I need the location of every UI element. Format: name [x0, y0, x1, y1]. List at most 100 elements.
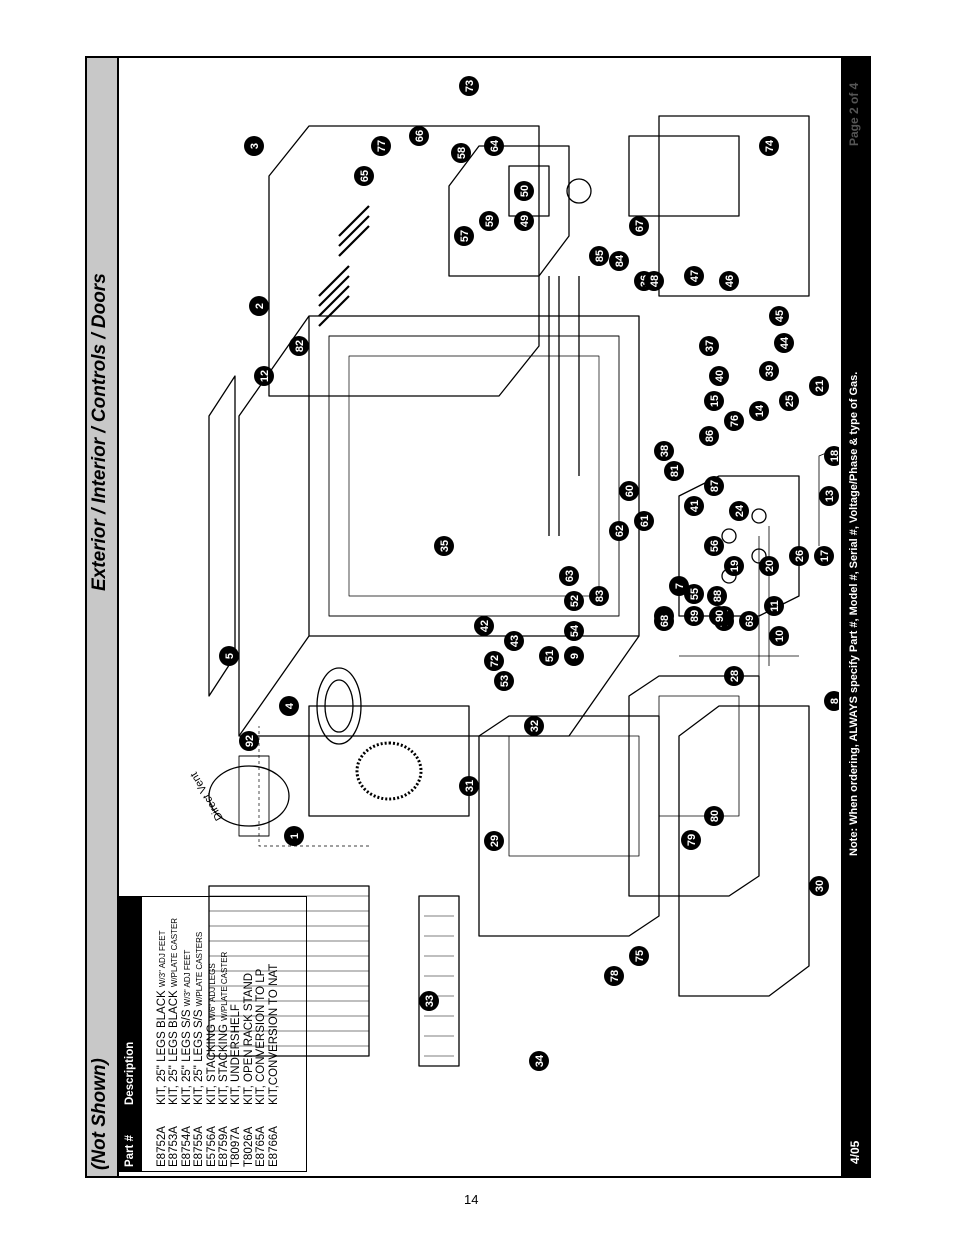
callout-bubble — [244, 136, 264, 156]
callout-bubble — [629, 216, 649, 236]
callout-bubble — [609, 251, 629, 271]
callout-bubble — [699, 336, 719, 356]
callout-29: 29 — [484, 831, 504, 851]
callout-number: 58 — [456, 147, 468, 159]
callout-59: 59 — [479, 211, 499, 231]
callout-72: 72 — [484, 651, 504, 671]
callout-number: 42 — [479, 620, 491, 632]
callout-number: 5 — [224, 653, 236, 659]
callout-53: 53 — [494, 671, 514, 691]
callout-bubble — [769, 306, 789, 326]
callout-41: 41 — [684, 496, 704, 516]
callout-74: 74 — [759, 136, 779, 156]
callout-14: 14 — [749, 401, 769, 421]
callout-number: 30 — [814, 880, 826, 892]
callout-bubble — [589, 246, 609, 266]
callout-number: 18 — [829, 450, 839, 462]
rear-panel — [448, 145, 570, 277]
page-of-indicator: Page 2 of 4 — [847, 82, 861, 146]
callout-81: 81 — [664, 461, 684, 481]
callout-62: 62 — [609, 521, 629, 541]
callout-number: 32 — [529, 720, 541, 732]
callout-number: 41 — [689, 500, 701, 512]
callout-number: 74 — [764, 139, 776, 152]
callout-bubble — [239, 731, 259, 751]
callout-4: 4 — [279, 696, 299, 716]
callout-bubble — [219, 646, 239, 666]
exploded-parts-diagram: Direct Vent 1234567891011121314151617181… — [188, 76, 839, 1071]
callout-bubble — [704, 476, 724, 496]
direct-vent — [208, 765, 290, 827]
callout-number: 79 — [686, 834, 698, 846]
callout-bubble — [759, 361, 779, 381]
callout-bubble — [459, 776, 479, 796]
callout-bubble — [719, 271, 739, 291]
callout-number: 40 — [714, 370, 726, 382]
callout-15: 15 — [704, 391, 724, 411]
callout-number: 56 — [709, 540, 721, 552]
callout-number: 64 — [489, 139, 501, 152]
callout-bubble — [409, 126, 429, 146]
callout-75: 75 — [629, 946, 649, 966]
callout-20: 20 — [759, 556, 779, 576]
callout-number: 76 — [729, 415, 741, 427]
title-band: (Not Shown) Exterior / Interior / Contro… — [87, 58, 119, 1176]
callout-number: 35 — [439, 540, 451, 552]
callout-bubble — [279, 696, 299, 716]
callout-bubble — [669, 576, 689, 596]
callout-40: 40 — [709, 366, 729, 386]
callout-bubble — [514, 181, 534, 201]
callout-bubble — [809, 876, 829, 896]
callout-bubble — [681, 830, 701, 850]
callout-60: 60 — [619, 481, 639, 501]
callout-55: 55 — [684, 584, 704, 604]
callout-number: 47 — [689, 270, 701, 282]
callout-90: 90 — [709, 606, 729, 626]
callout-31: 31 — [459, 776, 479, 796]
side-cover — [628, 135, 740, 217]
footer-strip: 4/05 Note: When ordering, ALWAYS specify… — [841, 58, 869, 1176]
callout-bubble — [284, 826, 304, 846]
callout-bubble — [371, 136, 391, 156]
callout-68: 68 — [654, 611, 674, 631]
callout-bubble — [769, 626, 789, 646]
callout-number: 44 — [779, 336, 791, 349]
callout-bubble — [434, 536, 454, 556]
callout-47: 47 — [684, 266, 704, 286]
callout-number: 1 — [289, 833, 301, 839]
callout-bubble — [759, 556, 779, 576]
top-side-panel — [658, 115, 810, 297]
callout-bubble — [604, 966, 624, 986]
callout-bubble — [539, 646, 559, 666]
callout-number: 75 — [634, 950, 646, 962]
parts-sheet: (Not Shown) Exterior / Interior / Contro… — [85, 56, 871, 1178]
callout-number: 61 — [639, 515, 651, 527]
callout-number: 7 — [674, 583, 686, 589]
callout-77: 77 — [371, 136, 391, 156]
callout-number: 14 — [754, 404, 766, 417]
callout-bubble — [819, 486, 839, 506]
callout-bubble — [774, 333, 794, 353]
callout-24: 24 — [729, 501, 749, 521]
callout-bubble — [289, 336, 309, 356]
callout-number: 83 — [594, 590, 606, 602]
callout-bubble — [644, 271, 664, 291]
callout-76: 76 — [724, 411, 744, 431]
callout-number: 3 — [249, 143, 261, 149]
callout-number: 38 — [659, 445, 671, 457]
rack-guide — [418, 895, 460, 1067]
callout-56: 56 — [704, 536, 724, 556]
callout-number: 48 — [649, 275, 661, 287]
callout-number: 49 — [519, 215, 531, 227]
callout-10: 10 — [769, 626, 789, 646]
callout-19: 19 — [724, 556, 744, 576]
callout-number: 19 — [729, 560, 741, 572]
callout-bubble — [809, 376, 829, 396]
callout-12: 12 — [254, 366, 274, 386]
callout-bubble — [684, 496, 704, 516]
callout-28: 28 — [724, 666, 744, 686]
callout-69: 69 — [739, 611, 759, 631]
callout-bubble — [609, 521, 629, 541]
callout-bubble — [704, 806, 724, 826]
callout-number: 2 — [254, 303, 266, 309]
